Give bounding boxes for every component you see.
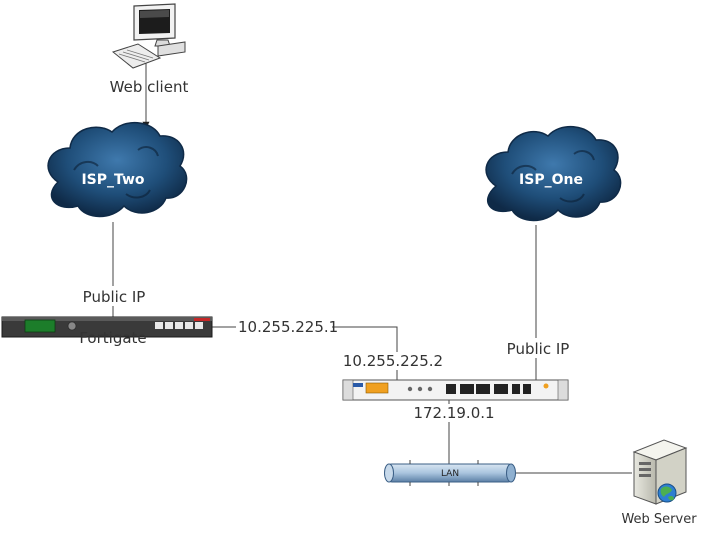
lan-label: LAN: [441, 469, 459, 479]
web-client-label: Web client: [110, 78, 189, 96]
cloud-icon: [47, 121, 188, 218]
fortigate-node: Fortigate: [1, 316, 213, 347]
fortigate-wan-ip-label: 10.255.225.1: [238, 318, 338, 336]
lan-segment-icon: [384, 460, 516, 486]
web-server-node: Web Server: [621, 439, 697, 527]
isp-two-label: ISP_Two: [81, 172, 144, 188]
isp-two-node: ISP_Two: [47, 121, 188, 218]
lan-node: LAN: [384, 460, 516, 486]
link-labels: Public IP 10.255.225.1 10.255.225.2 Publ…: [80, 286, 571, 422]
firewall-appliance-icon: [1, 316, 213, 338]
public-ip-label-isp-one: Public IP: [507, 340, 570, 358]
router-lan-ip-label: 172.19.0.1: [413, 404, 494, 422]
web-server-label: Web Server: [621, 512, 697, 527]
desktop-computer-icon: [111, 3, 186, 69]
isp-one-label: ISP_One: [519, 172, 583, 188]
cloud-icon: [485, 125, 622, 222]
web-client-node: Web client: [110, 3, 189, 96]
router-node: [342, 379, 569, 401]
router-appliance-icon: [342, 379, 569, 401]
connections: [112, 60, 632, 486]
server-globe-icon: [632, 439, 688, 505]
fortigate-label: Fortigate: [79, 329, 146, 347]
isp-one-node: ISP_One: [485, 125, 622, 222]
router-wan-ip-label: 10.255.225.2: [343, 352, 443, 370]
public-ip-label-isp-two: Public IP: [83, 288, 146, 306]
